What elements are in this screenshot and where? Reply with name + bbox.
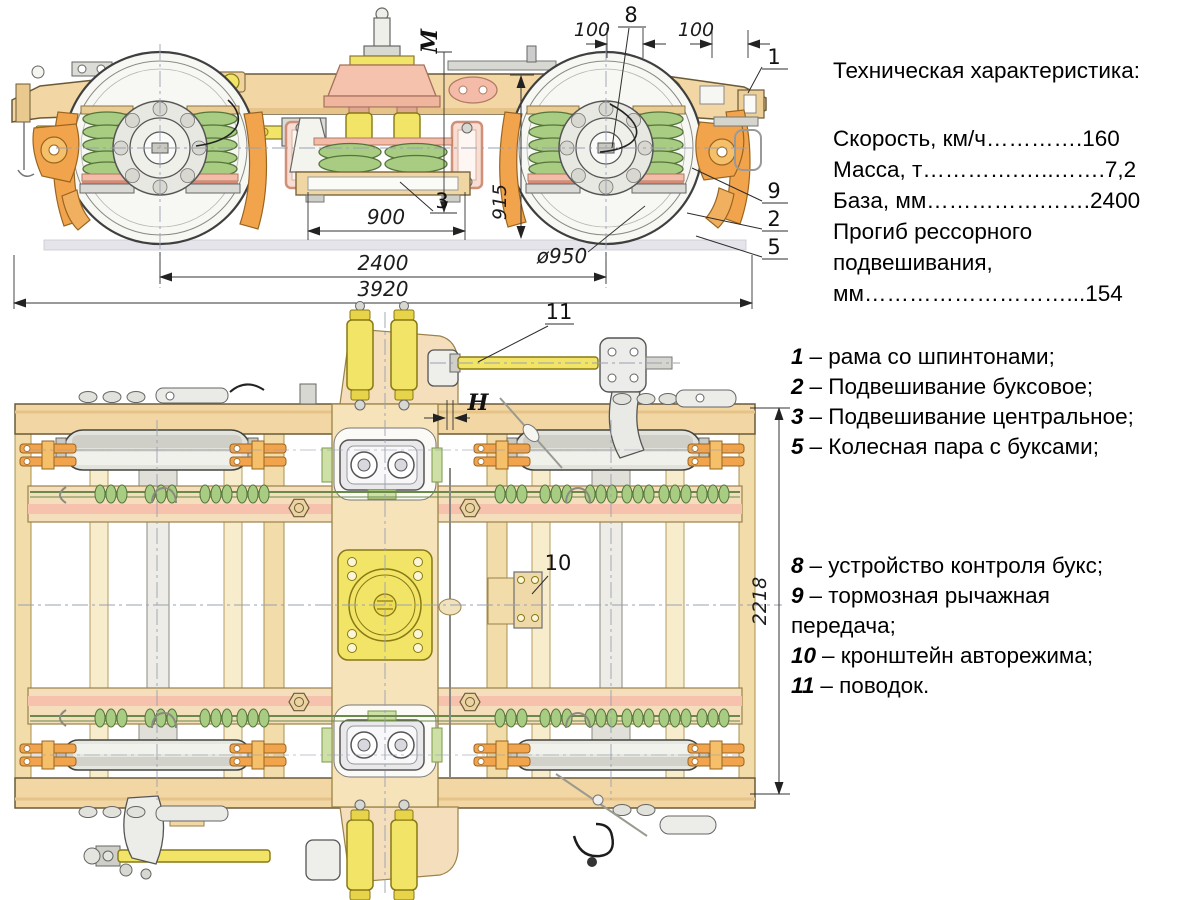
callout-11: 11 — [546, 300, 573, 324]
povodok-rod-bottom — [83, 795, 341, 881]
pipes — [438, 397, 648, 837]
damper-top — [390, 300, 418, 411]
callout-1: 1 — [767, 45, 780, 69]
povodok-rod-top — [427, 337, 673, 459]
dim-label-2218: 2218 — [749, 577, 771, 625]
sensor-wire-left — [195, 99, 240, 147]
plan-callouts: 11 10 — [477, 300, 574, 595]
callout-9: 9 — [767, 179, 780, 203]
side-dimensions: M 915 100 100 900 2400 3920 ø950 — [13, 19, 770, 309]
dim-label-100-right: 100 — [678, 19, 714, 41]
dim-label-3920: 3920 — [358, 277, 409, 301]
callout-3: 3 — [435, 189, 448, 213]
plan-view: H 2218 11 10 — [14, 300, 790, 900]
plan-dimensions: H 2218 — [424, 390, 790, 795]
side-view: M 915 100 100 900 2400 3920 ø950 8 1 — [11, 3, 788, 309]
central-suspension — [284, 7, 484, 203]
center-spring-box-bottom — [321, 710, 443, 771]
damper-bottom — [390, 799, 418, 900]
transom-bolt — [459, 498, 481, 518]
callout-10: 10 — [545, 551, 572, 575]
brake-rigging-left — [32, 111, 268, 231]
callout-2: 2 — [767, 207, 780, 231]
damper-bottom — [346, 799, 374, 900]
transom-bolt — [288, 498, 310, 518]
dim-label-h: H — [467, 390, 490, 416]
callout-8: 8 — [624, 3, 637, 27]
brake-hose — [572, 822, 614, 858]
damper-top — [346, 300, 374, 411]
center-spring-box-top — [321, 439, 443, 500]
dim-label-100-left: 100 — [574, 19, 610, 41]
side-callouts: 8 1 9 2 5 3 — [399, 3, 788, 260]
transom-bolt — [288, 692, 310, 712]
dim-label-915: 915 — [489, 184, 511, 220]
autoregime-bracket — [487, 571, 543, 629]
hose-fitting — [587, 857, 597, 867]
dim-label-900: 900 — [367, 205, 405, 229]
callout-5: 5 — [767, 235, 780, 259]
sensor-wire-right — [599, 103, 638, 153]
rail — [43, 239, 747, 251]
beam-linkages — [78, 383, 737, 835]
dim-label-m: M — [417, 28, 443, 54]
dim-label-2400: 2400 — [358, 251, 409, 275]
transom-bolt — [459, 692, 481, 712]
dim-label-dia950: ø950 — [536, 244, 587, 268]
